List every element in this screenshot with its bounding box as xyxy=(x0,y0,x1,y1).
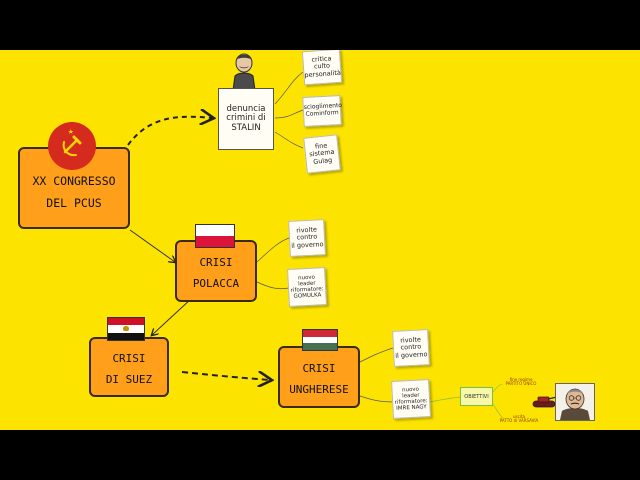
revolts-pl-line3: il governo xyxy=(290,241,324,250)
link-objectives xyxy=(430,397,461,402)
objectives-label: OBIETTIVI xyxy=(464,394,488,400)
arrow-to-stalin xyxy=(128,117,212,145)
objective-warsaw-pact: uscita PATTO di VARSAVIA xyxy=(496,415,542,424)
gomulka-line4: GOMULKA xyxy=(289,292,325,300)
nagy-portrait-icon xyxy=(555,383,595,421)
objective-one-party: fine regime PARTITO UNICO xyxy=(501,378,541,387)
cult-line3: personalità xyxy=(304,69,340,79)
link-revolts-pl xyxy=(257,238,289,262)
link-gulag xyxy=(275,132,303,148)
link-gomulka xyxy=(257,282,289,289)
poland-line1: CRISI xyxy=(177,253,255,274)
nagy-line4: IMRE NAGY xyxy=(393,404,429,412)
revolts-hu-line3: il governo xyxy=(394,351,428,360)
poland-node: CRISI POLACCA xyxy=(175,240,257,302)
note-revolts-hu: rivolte contro il governo xyxy=(392,329,430,367)
arrow-to-hungary xyxy=(182,372,270,380)
note-gulag: fine sistema Gulag xyxy=(303,134,341,173)
suez-line1: CRISI xyxy=(91,349,167,370)
hungary-line2: UNGHERESE xyxy=(280,380,358,401)
stalin-line3: STALIN xyxy=(219,124,273,134)
cominform-line2: Cominform xyxy=(304,110,340,119)
poland-flag-icon xyxy=(195,224,235,248)
obj-2-line2: PATTO di VARSAVIA xyxy=(496,419,542,423)
mind-map-canvas: XX CONGRESSO DEL PCUS denuncia crimini d… xyxy=(0,50,640,430)
hungary-node: CRISI UNGHERESE xyxy=(278,346,360,408)
hungary-flag-icon xyxy=(302,329,338,351)
hungary-line1: CRISI xyxy=(280,359,358,380)
objectives-node: OBIETTIVI xyxy=(460,387,493,406)
note-nagy: nuovo leader riformatore: IMRE NAGY xyxy=(391,379,431,419)
poland-line2: POLACCA xyxy=(177,274,255,295)
link-cominform xyxy=(275,110,303,118)
arrow-to-suez xyxy=(152,298,192,335)
congress-line2: DEL PCUS xyxy=(20,193,128,215)
link-nagy xyxy=(360,396,393,402)
note-gomulka: nuovo leader riformatore: GOMULKA xyxy=(287,267,327,307)
link-revolts-hu xyxy=(360,348,393,362)
suez-node: CRISI DI SUEZ xyxy=(89,337,169,397)
note-cominform: scioglimento Cominform xyxy=(302,95,342,127)
stalin-note: denuncia crimini di STALIN xyxy=(218,88,274,150)
arrow-to-poland xyxy=(130,230,175,262)
note-cult: critica culto personalità xyxy=(302,50,342,85)
note-revolts-pl: rivolte contro il governo xyxy=(288,219,326,257)
congress-line1: XX CONGRESSO xyxy=(20,171,128,193)
stalin-portrait-icon xyxy=(231,52,257,90)
link-cult xyxy=(275,72,303,104)
obj-1-line2: PARTITO UNICO xyxy=(501,382,541,386)
suez-line2: DI SUEZ xyxy=(91,370,167,391)
hammer-sickle-icon xyxy=(48,122,96,170)
egypt-flag-icon xyxy=(107,317,145,341)
